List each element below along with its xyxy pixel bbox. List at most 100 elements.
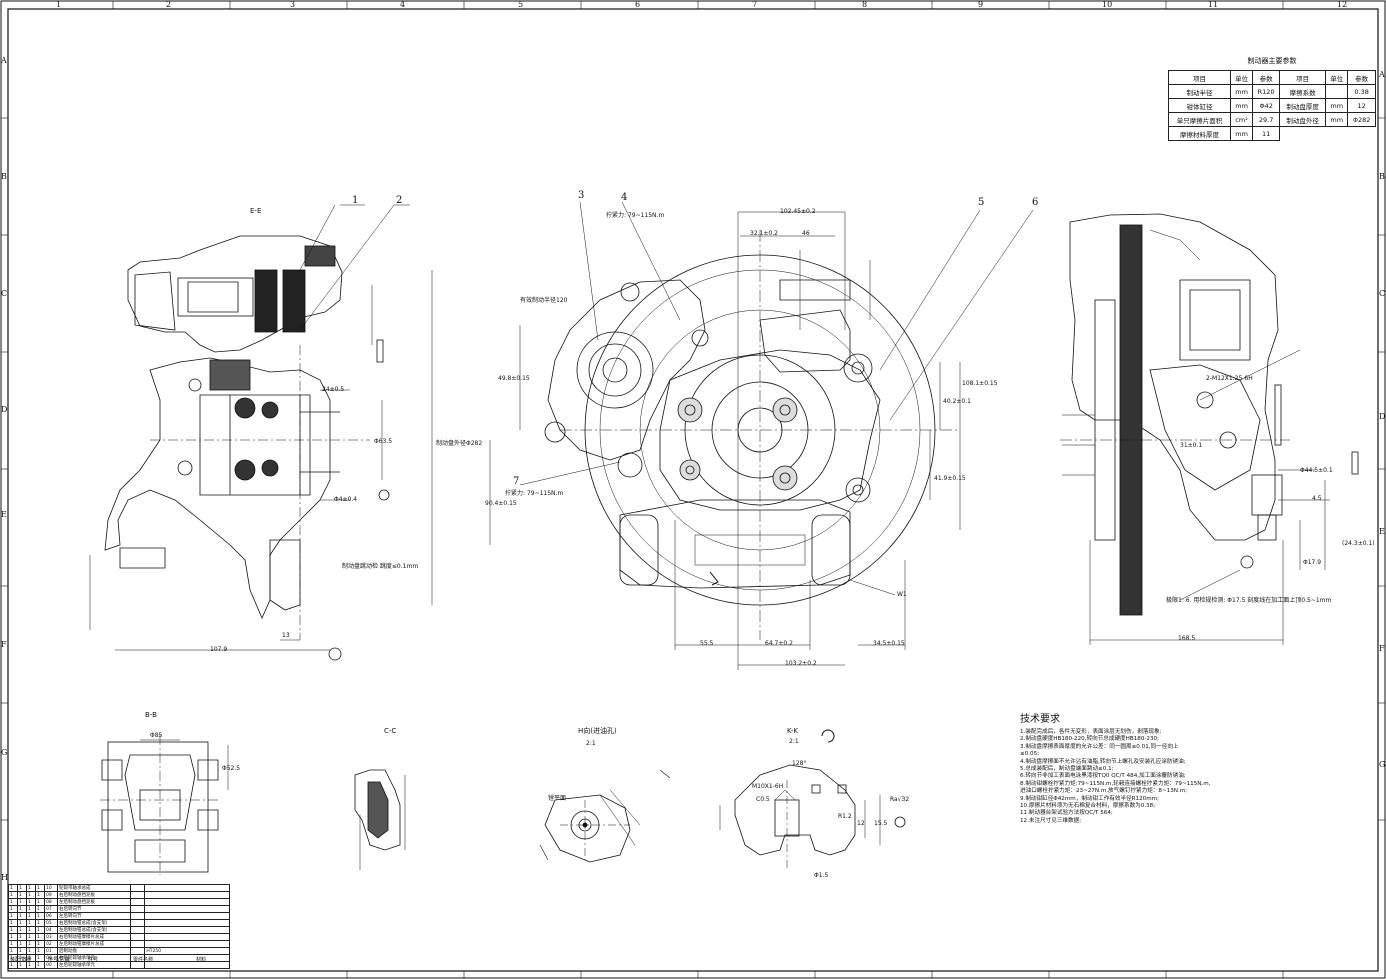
bom-cell: 08 [44, 898, 58, 906]
tech-item: 12.未注尺寸见三维数据; [1020, 817, 1082, 824]
technical-requirements: 技术要求 1.装配完成后，各件无变形，表面涂层无划伤，剥落现象; 2.制动盘硬度… [1020, 710, 1260, 825]
params-table: 项目 单位 参数 项目 单位 参数 制动半径 mm R120 摩擦系数 0.38… [1167, 70, 1376, 141]
grid-row-c-right: C [1379, 289, 1386, 298]
params-cell: 钳体缸径 [1167, 98, 1232, 113]
dim-bottom-3: 34.5±0.15 [873, 640, 905, 647]
balloon-3: 3 [578, 190, 585, 201]
bom-cell: 1 [26, 947, 36, 955]
bom-cell [129, 933, 146, 941]
params-cell: mm [1230, 98, 1254, 113]
grid-col-12: 12 [1337, 0, 1348, 9]
dim-vert-1: Φ63.5 [374, 438, 393, 445]
params-cell: 12 [1347, 98, 1376, 113]
params-cell: R120 [1252, 84, 1281, 99]
bom-cell: 1 [26, 940, 36, 948]
right-side-view [1060, 213, 1359, 645]
view-title-h: H向(进油孔) [578, 727, 617, 735]
grid-col-11: 11 [1208, 0, 1219, 9]
section-view-ee [89, 204, 433, 661]
grid-row-d-right: D [1379, 412, 1386, 421]
grid-col-2: 2 [166, 0, 172, 9]
grid-col-10: 10 [1102, 0, 1113, 9]
main-front-view [489, 201, 1034, 670]
params-table-title: 制动器主要参数 [1247, 57, 1297, 65]
dim-left-4: 13 [282, 632, 290, 639]
bom-cell: 1 [8, 933, 18, 941]
balloon-1: 1 [352, 195, 359, 206]
bom-cell [129, 905, 146, 913]
bom-cell: 1 [17, 947, 27, 955]
bom-cell: 1 [17, 933, 27, 941]
dim-top-1: 102.45±0.2 [780, 208, 816, 215]
grid-col-5: 5 [518, 0, 524, 9]
dim-bottom-1: 55.5 [700, 640, 714, 647]
bom-cell [129, 940, 146, 948]
balloon-6: 6 [1032, 197, 1039, 208]
dim-bottom-4: 103.2±0.2 [785, 660, 817, 667]
view-scale-h: 2:1 [586, 740, 596, 747]
tech-item: 11.制动器台架试验方法按QC/T 564; [1020, 810, 1113, 817]
dim-left-2: 24±0.5 [322, 386, 345, 393]
params-row: 摩擦材料厚度 mm 11 [1167, 126, 1376, 141]
grid-row-e-right: E [1379, 527, 1385, 536]
bom-cell: 1 [35, 884, 45, 892]
bom-cell: 1 [8, 891, 18, 899]
params-cell: mm [1230, 126, 1254, 141]
grid-row-g-right: G [1379, 760, 1386, 769]
view-title-ee: E-E [250, 207, 262, 215]
bom-cell: 1 [17, 884, 27, 892]
grid-row-b-right: B [1379, 172, 1385, 181]
bom-cell: 1 [17, 898, 27, 906]
bom-cell: 后制动盘 [57, 947, 131, 955]
params-header-row: 项目 单位 参数 项目 单位 参数 [1167, 70, 1376, 85]
bom-cell: 1 [35, 954, 45, 962]
bom-cell: 1 [35, 926, 45, 934]
bom-cell [129, 919, 146, 927]
params-header: 项目 [1167, 70, 1232, 85]
grid-row-b: B [1, 172, 7, 181]
bom-cell: 1 [35, 919, 45, 927]
grid-row-h: H [1, 873, 8, 882]
dim-vert-4: 40.2±0.1 [943, 398, 971, 405]
params-header: 参数 [1347, 70, 1376, 85]
grid-row-a: A [1, 56, 7, 65]
tech-item: 4.制动盘摩擦面不允许沾有油脂,转向节上螺孔及安装孔应涂防锈油; [1020, 758, 1186, 765]
params-header: 单位 [1325, 70, 1349, 85]
tech-item: ≤0.05; [1020, 751, 1040, 758]
grid-row-e: E [1, 510, 7, 519]
params-cell: mm [1230, 84, 1254, 99]
view-h [539, 769, 671, 863]
bom-cell [144, 891, 230, 899]
bom-cell: 1 [8, 898, 18, 906]
bom-cell [144, 933, 230, 941]
bom-cell [144, 898, 230, 906]
params-cell: 0.38 [1347, 84, 1376, 99]
bom-cell [144, 926, 230, 934]
bom-cell: 07 [44, 905, 58, 913]
dim-kk-4: Φ1.5 [814, 872, 829, 879]
bom-header-name: 零件名称 [133, 957, 154, 963]
tech-item: 8.制动钳螺栓拧紧力矩:79~115N.m,轮毂连接螺栓拧紧力矩：79~115N… [1020, 780, 1211, 787]
tech-item: 3.制动盘摩擦表面厚度的允许公差：同一圆周≤0.01,同一径向上 [1020, 743, 1179, 750]
params-cell: 29.7 [1252, 112, 1281, 127]
grid-row-a-right: A [1379, 70, 1385, 79]
bom-cell: 右后转向节 [57, 905, 131, 913]
bom-header-seq: 序号/区域 [48, 957, 70, 963]
bom-cell: 01 [44, 947, 58, 955]
bom-cell: 右后制动钳摩擦片总成 [57, 933, 131, 941]
bom-cell: HT250 [144, 947, 230, 955]
bom-cell: 1 [8, 905, 18, 913]
disc-diameter-label: 制动盘外径Φ282 [436, 440, 483, 447]
balloon-7: 7 [513, 476, 520, 487]
params-cell [1348, 127, 1376, 141]
bom-cell: 轮毂带轴承总成 [57, 884, 131, 892]
plane-note: 镗平面 [548, 795, 567, 802]
